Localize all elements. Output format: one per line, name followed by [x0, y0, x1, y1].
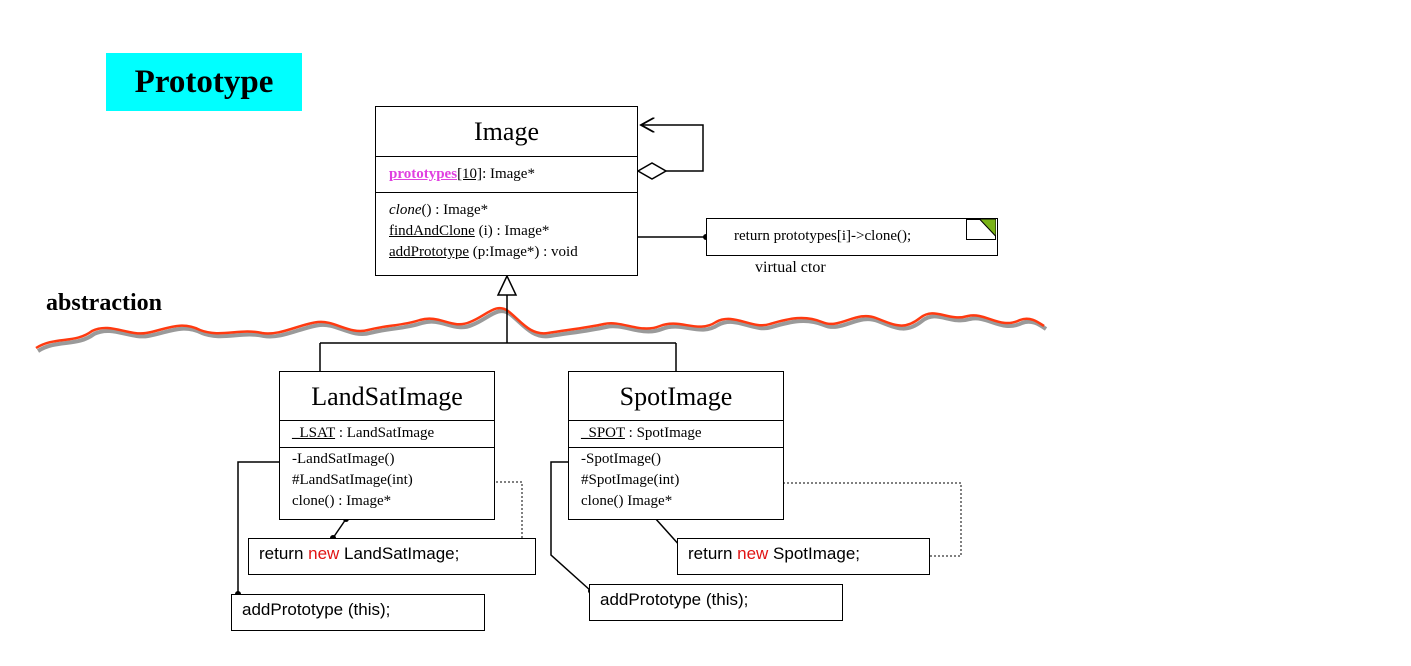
landsat-class-box: LandSatImage _LSAT : LandSatImage -LandS… [279, 371, 495, 520]
spot-clone-rest: Image* [623, 493, 673, 509]
inheritance-triangle [496, 274, 518, 296]
prototypes-attr-size: [10] [457, 166, 483, 182]
note-text: return prototypes[i]->clone(); [734, 228, 912, 244]
landsat-return-type: LandSatImage; [339, 544, 460, 563]
image-class-box: Image prototypes[10]: Image* clone() : I… [375, 106, 638, 276]
spot-class-box: SpotImage _SPOT : SpotImage -SpotImage()… [568, 371, 784, 520]
spot-private-ctor: -SpotImage() [581, 451, 661, 467]
find-and-clone-op-name: findAndClone [389, 223, 475, 239]
note-corner-icon [966, 219, 996, 240]
prototypes-attr-type: : Image* [482, 166, 535, 182]
landsat-add-prototype-code-box: addPrototype (this); [231, 594, 485, 631]
spot-add-prototype-text: addPrototype (this); [600, 590, 749, 609]
lsat-attr-type: : LandSatImage [335, 425, 435, 441]
landsat-add-prototype-text: addPrototype (this); [242, 600, 391, 619]
spot-protected-ctor: #SpotImage(int) [581, 472, 680, 488]
image-class-operations: clone() : Image* findAndClone (i) : Imag… [376, 193, 637, 263]
landsat-clone-name: clone() [292, 493, 335, 509]
prototypes-attr-name: prototypes [389, 166, 458, 182]
self-aggregation-connector [641, 125, 704, 172]
landsat-ctor-connector [237, 461, 286, 594]
add-prototype-op-name: addPrototype [389, 244, 469, 260]
lsat-attribute: _LSAT : LandSatImage [292, 423, 494, 444]
abstraction-wave [35, 306, 1045, 350]
spot-clone-name: clone() [581, 493, 624, 509]
landsat-class-name: LandSatImage [311, 382, 463, 411]
landsat-clone-operation: clone() : Image* [292, 491, 494, 512]
aggregation-diamond [636, 162, 668, 180]
prototypes-attribute: prototypes[10]: Image* [389, 164, 637, 185]
find-and-clone-op-rest: (i) : Image* [474, 223, 550, 239]
landsat-class-name-section: LandSatImage [280, 372, 494, 421]
image-class-name: Image [474, 117, 539, 146]
landsat-protected-ctor: #LandSatImage(int) [292, 472, 413, 488]
landsat-new-keyword: new [308, 544, 340, 563]
abstraction-wave-shadow [36, 309, 1048, 353]
page-title: Prototype [134, 64, 274, 100]
spot-class-operations: -SpotImage() #SpotImage(int) clone() Ima… [569, 448, 783, 512]
landsat-return-keyword: return [259, 544, 309, 563]
spot-new-keyword: new [737, 544, 769, 563]
note-caption: virtual ctor [755, 259, 826, 276]
abstraction-label: abstraction [46, 290, 162, 316]
spot-attribute: _SPOT : SpotImage [581, 423, 783, 444]
find-and-clone-operation: findAndClone (i) : Image* [389, 221, 637, 242]
spot-class-name-section: SpotImage [569, 372, 783, 421]
spot-class-name: SpotImage [619, 382, 733, 411]
landsat-private-ctor: -LandSatImage() [292, 451, 395, 467]
add-prototype-op-rest: (p:Image*) : void [469, 244, 578, 260]
spot-class-attributes: _SPOT : SpotImage [569, 421, 783, 448]
clone-op-name: clone [389, 202, 422, 218]
spot-attr-type: : SpotImage [624, 425, 702, 441]
spot-ctor-connector [550, 461, 592, 592]
image-class-attributes: prototypes[10]: Image* [376, 157, 637, 193]
landsat-clone-rest: : Image* [334, 493, 392, 509]
spot-clone-operation: clone() Image* [581, 491, 783, 512]
spot-add-prototype-code-box: addPrototype (this); [589, 584, 843, 621]
spot-return-keyword: return [688, 544, 738, 563]
landsat-return-code-box: return new LandSatImage; [248, 538, 536, 575]
image-class-name-section: Image [376, 107, 637, 157]
landsat-clone-connector [332, 518, 347, 539]
virtual-ctor-note: return prototypes[i]->clone(); [706, 218, 998, 256]
spot-return-code-box: return new SpotImage; [677, 538, 930, 575]
spot-attr-name: _SPOT [581, 425, 625, 441]
lsat-attr-name: _LSAT [292, 425, 336, 441]
add-prototype-operation: addPrototype (p:Image*) : void [389, 242, 637, 263]
clone-op-rest: () : Image* [421, 202, 489, 218]
title-banner: Prototype [106, 53, 302, 111]
clone-operation: clone() : Image* [389, 200, 637, 221]
landsat-class-operations: -LandSatImage() #LandSatImage(int) clone… [280, 448, 494, 512]
landsat-class-attributes: _LSAT : LandSatImage [280, 421, 494, 448]
spot-return-type: SpotImage; [768, 544, 860, 563]
